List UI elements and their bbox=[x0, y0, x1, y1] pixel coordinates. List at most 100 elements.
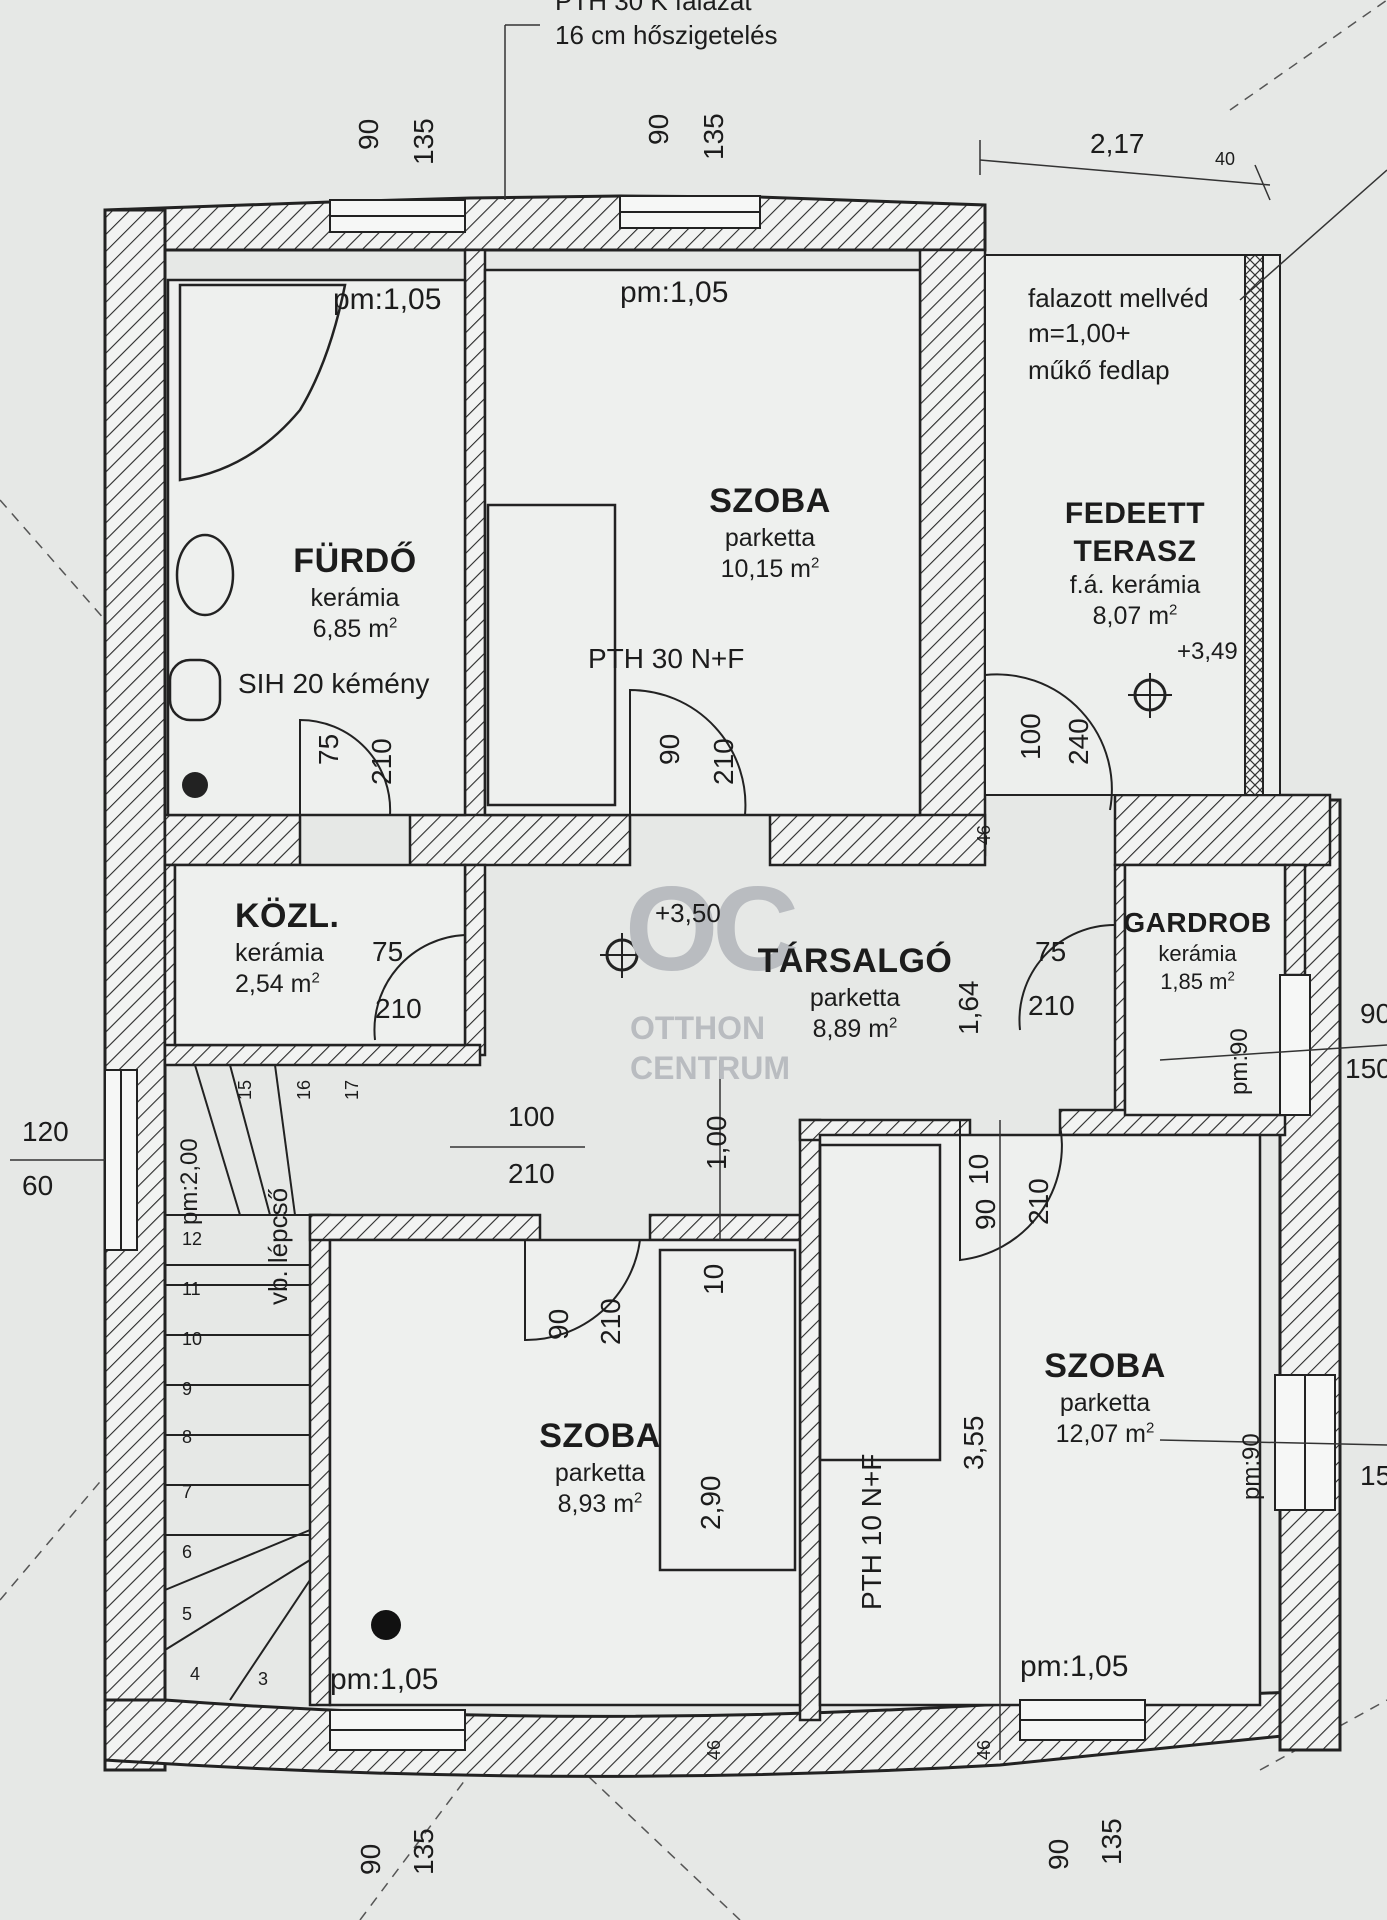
room-terrace-name: FEDEETT TERASZ bbox=[1064, 497, 1206, 568]
room-wardrobe-area: 1,85 m2 bbox=[1160, 968, 1235, 994]
dim-door-terrace-w: 100 bbox=[1015, 713, 1046, 760]
stair-step-7: 7 bbox=[182, 1482, 193, 1502]
dim-win-top-mid-h: 135 bbox=[698, 113, 729, 160]
terrace-parapet-note-1: falazott mellvéd bbox=[1028, 283, 1209, 313]
level-markers bbox=[371, 673, 1172, 1640]
stair-step-11: 11 bbox=[182, 1279, 201, 1299]
room-wardrobe-name: GARDROB bbox=[1123, 907, 1272, 938]
room-bath-floor: kerámia bbox=[310, 583, 400, 612]
dim-wall-46-b: 46 bbox=[704, 1739, 724, 1760]
watermark-line2: CENTRUM bbox=[630, 1050, 790, 1086]
level-lounge: +3,50 bbox=[655, 898, 721, 928]
dim-edge-right-top: 90 bbox=[1360, 998, 1387, 1029]
stair-step-5: 5 bbox=[182, 1604, 193, 1624]
terrace-parapet-note-2: m=1,00+ bbox=[1028, 318, 1131, 348]
dim-win-top-left-w: 90 bbox=[353, 118, 384, 150]
room-lounge-area: 8,89 m2 bbox=[812, 1014, 898, 1043]
room-bedroom-top: SZOBA parketta 10,15 m2 bbox=[660, 480, 880, 585]
watermark-logo: OC bbox=[625, 862, 799, 996]
room-floors bbox=[166, 268, 1287, 1707]
room-bedroom-left: SZOBA parketta 8,93 m2 bbox=[505, 1415, 695, 1520]
dim-wall-46-c: 46 bbox=[974, 1739, 994, 1760]
dim-door-bedtop-w: 90 bbox=[654, 733, 685, 765]
room-bath-area: 6,85 m2 bbox=[312, 614, 398, 643]
stair-step-9: 9 bbox=[182, 1379, 193, 1399]
interior-walls bbox=[163, 248, 1332, 1722]
dim-win-left-h: 60 bbox=[22, 1170, 54, 1201]
door-swings bbox=[299, 673, 1116, 1342]
dim-wall-10-b: 10 bbox=[963, 1153, 994, 1185]
terrace-parapet-note-3: műkő fedlap bbox=[1028, 355, 1170, 385]
dim-wall-10-a: 10 bbox=[698, 1263, 729, 1295]
dim-door-bedright-h: 210 bbox=[1023, 1178, 1054, 1225]
room-hall-name: KÖZL. bbox=[235, 897, 340, 935]
dim-door-hall-h: 210 bbox=[375, 993, 422, 1024]
watermark-line1: OTTHON bbox=[630, 1010, 766, 1046]
dim-terrace-width: 2,17 bbox=[1090, 128, 1145, 159]
wall-note-top: PTH 30 K falazat bbox=[555, 0, 752, 16]
dim-win-bot-right-h: 135 bbox=[1096, 1818, 1127, 1865]
room-hall-floor: kerámia bbox=[235, 938, 324, 967]
stair-step-16: 16 bbox=[294, 1079, 314, 1100]
sill-bath: pm:1,05 bbox=[333, 283, 442, 316]
dim-win-bot-right-w: 90 bbox=[1043, 1838, 1074, 1870]
bathtub-shape bbox=[178, 283, 347, 482]
dim-win-bot-left-w: 90 bbox=[355, 1843, 386, 1875]
dim-bed-left-w: 2,90 bbox=[695, 1475, 726, 1531]
dim-terrace-edge: 40 bbox=[1215, 149, 1236, 169]
chimney-note: SIH 20 kémény bbox=[238, 668, 430, 699]
dim-opening-w: 100 bbox=[508, 1101, 555, 1132]
room-bath-name: FÜRDŐ bbox=[293, 542, 417, 580]
partition-top-note: PTH 30 N+F bbox=[588, 643, 745, 674]
room-lounge-floor: parketta bbox=[809, 983, 901, 1012]
room-wardrobe: GARDROB kerámia 1,85 m2 bbox=[1110, 905, 1285, 995]
room-bedroom-right-floor: parketta bbox=[1059, 1388, 1151, 1417]
chimney-marker bbox=[182, 772, 208, 798]
stair-step-6: 6 bbox=[182, 1542, 193, 1562]
sill-bedroom-top: pm:1,05 bbox=[620, 276, 729, 309]
sill-stair: pm:2,00 bbox=[176, 1138, 203, 1225]
dim-win-left-w: 120 bbox=[22, 1116, 69, 1147]
dim-opening-h: 210 bbox=[508, 1158, 555, 1189]
wc-shape bbox=[168, 658, 222, 722]
room-wardrobe-floor: kerámia bbox=[1158, 941, 1237, 966]
room-lounge: TÁRSALGÓ parketta 8,89 m2 bbox=[745, 940, 965, 1045]
stair-note: vb. lépcső bbox=[263, 1187, 293, 1305]
room-terrace-area: 8,07 m2 bbox=[1092, 601, 1178, 631]
dim-door-wardrobe-w: 75 bbox=[1035, 936, 1067, 967]
stair-step-8: 8 bbox=[182, 1427, 193, 1447]
dim-door-bedleft-w: 90 bbox=[543, 1308, 574, 1340]
stair-step-15: 15 bbox=[235, 1079, 255, 1100]
dim-door-bedright-w: 90 bbox=[970, 1198, 1001, 1230]
stair-step-12: 12 bbox=[182, 1229, 203, 1249]
stair-step-4: 4 bbox=[190, 1664, 201, 1684]
dim-win-top-mid-w: 90 bbox=[643, 113, 674, 145]
beds bbox=[486, 503, 942, 1572]
dim-door-bath-w: 75 bbox=[313, 733, 344, 765]
room-bedroom-top-floor: parketta bbox=[724, 523, 816, 552]
sill-wardrobe: pm:90 bbox=[1226, 1028, 1253, 1095]
room-bath: FÜRDŐ kerámia 6,85 m2 bbox=[260, 540, 450, 645]
dim-edge-right-top-2: 150 bbox=[1345, 1053, 1387, 1084]
room-bedroom-left-floor: parketta bbox=[554, 1458, 646, 1487]
room-bedroom-left-area: 8,93 m2 bbox=[557, 1489, 643, 1518]
dim-bed-right-len: 3,55 bbox=[958, 1415, 989, 1471]
dim-door-hall-w: 75 bbox=[372, 936, 404, 967]
room-bedroom-right-area: 12,07 m2 bbox=[1055, 1419, 1155, 1448]
wall-left bbox=[103, 208, 167, 1772]
room-bedroom-right-name: SZOBA bbox=[1044, 1347, 1166, 1385]
sill-bedroom-right: pm:1,05 bbox=[1020, 1650, 1129, 1683]
stair-step-10: 10 bbox=[182, 1329, 203, 1349]
dim-win-top-left-h: 135 bbox=[408, 118, 439, 165]
dim-lounge-depth: 1,00 bbox=[701, 1115, 732, 1171]
dim-door-bedtop-h: 210 bbox=[708, 738, 739, 785]
dim-edge-right-bottom: 15 bbox=[1360, 1460, 1387, 1491]
sink-shape bbox=[175, 533, 235, 617]
terrace-floor bbox=[984, 254, 1281, 796]
room-hall: KÖZL. kerámia 2,54 m2 bbox=[235, 895, 345, 1000]
room-bedroom-top-name: SZOBA bbox=[709, 482, 831, 520]
room-terrace-floor: f.á. kerámia bbox=[1069, 571, 1201, 599]
dim-win-bot-left-h: 135 bbox=[408, 1828, 439, 1875]
sill-bedroom-right-side: pm:90 bbox=[1238, 1433, 1265, 1500]
room-bedroom-left-name: SZOBA bbox=[539, 1417, 661, 1455]
